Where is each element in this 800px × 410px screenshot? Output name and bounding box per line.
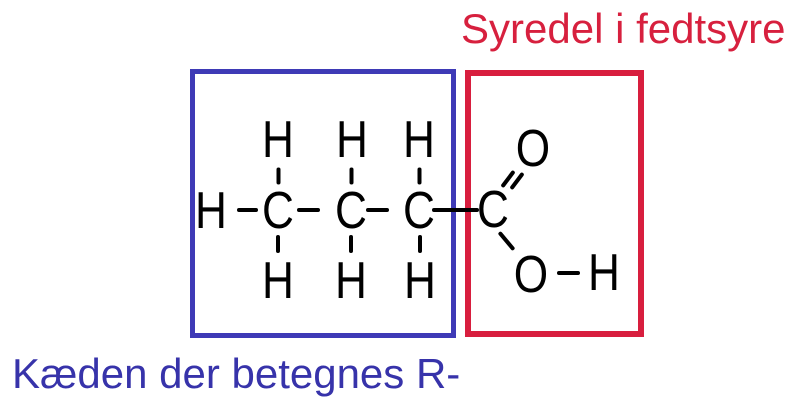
atom-o-double: O [515, 120, 551, 178]
atom-h-left: H [195, 182, 227, 240]
atom-h-top-2: H [336, 111, 368, 169]
atom-c-carboxyl: C [477, 181, 509, 239]
atom-c-1: C [262, 182, 294, 240]
atom-h-bottom-2: H [335, 252, 367, 310]
acid-box [465, 70, 644, 337]
atom-c-3: C [403, 182, 435, 240]
atom-o-hydroxyl: O [513, 246, 549, 304]
bond-h-c1 [236, 208, 258, 212]
bond-c3-c4 [431, 208, 479, 212]
bond-o-h [556, 271, 580, 275]
chain-box [190, 69, 456, 338]
chain-section-label: Kæden der betegnes R- [12, 350, 461, 397]
atom-h-bottom-3: H [404, 252, 436, 310]
atom-h-top-3: H [403, 111, 435, 169]
atom-c-2: C [335, 182, 367, 240]
atom-h-top-1: H [262, 111, 294, 169]
atom-h-bottom-1: H [262, 252, 294, 310]
acid-section-label: Syredel i fedtsyre [461, 5, 786, 52]
atom-h-hydroxyl: H [588, 244, 620, 302]
bond-c2-c3 [365, 208, 389, 212]
bond-c1-c2 [296, 208, 320, 212]
